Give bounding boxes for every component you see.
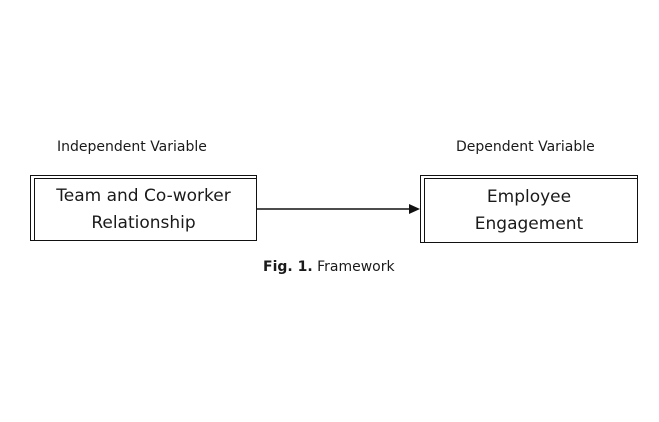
left-box-inner-border <box>34 178 257 241</box>
right-box-line1: Employee <box>486 187 572 207</box>
team-coworker-relationship-box: Team and Co-worker Relationship <box>30 175 257 241</box>
left-box-text: Team and Co-worker Relationship <box>31 183 256 237</box>
right-box-inner-border <box>424 178 638 243</box>
right-arrow-icon <box>256 204 420 214</box>
left-box-line2: Relationship <box>91 213 196 233</box>
left-box-line1: Team and Co-worker <box>56 186 231 206</box>
caption-prefix: Fig. 1. <box>263 259 313 275</box>
independent-variable-label: Independent Variable <box>57 139 207 155</box>
dependent-variable-label: Dependent Variable <box>456 139 595 155</box>
arrow-head <box>409 204 420 214</box>
caption-text: Framework <box>317 259 395 275</box>
employee-engagement-box: Employee Engagement <box>420 175 638 243</box>
figure-caption: Fig. 1. Framework <box>263 258 395 276</box>
right-box-text: Employee Engagement <box>421 184 637 238</box>
right-box-line2: Engagement <box>474 214 584 234</box>
